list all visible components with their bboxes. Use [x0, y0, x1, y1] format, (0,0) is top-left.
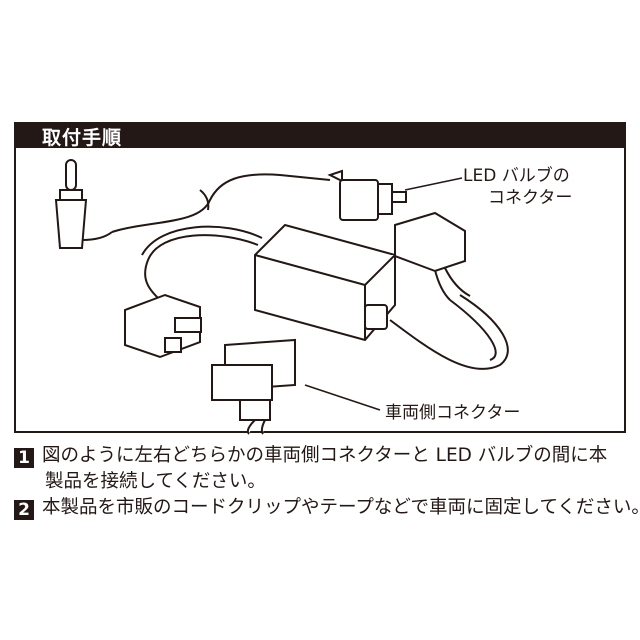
step-1: 1 図のように左右どちらかの車両側コネクターと LED バルブの間に本 — [14, 443, 607, 469]
led-connector-label-line1: LED バルブの — [463, 166, 570, 186]
step-number-badge: 1 — [14, 448, 34, 468]
diagram-frame — [14, 148, 626, 433]
step-number-badge: 2 — [14, 500, 34, 520]
step-text: 本製品を市販のコードクリップやテープなどで車両に固定してください。 — [42, 497, 640, 518]
led-bulb-icon — [54, 159, 113, 249]
led-connector-label-line2: コネクター — [488, 188, 573, 208]
led-bulb-connector-icon — [327, 169, 407, 221]
step-text: 図のように左右どちらかの車両側コネクターと LED バルブの間に本 — [42, 445, 608, 466]
product-connector-icon — [394, 211, 471, 301]
section-title: 取付手順 — [42, 127, 123, 149]
step-2: 2 本製品を市販のコードクリップやテープなどで車両に固定してください。 — [14, 495, 640, 521]
control-box-icon — [254, 223, 396, 342]
step-1-continuation: 製品を接続してください。 — [45, 471, 266, 492]
vehicle-connector-label: 車両側コネクター — [385, 403, 521, 423]
section-header: 取付手順 — [14, 122, 626, 149]
vehicle-connector-female-icon — [211, 338, 296, 435]
cable — [111, 173, 331, 233]
vehicle-connector-male-icon — [124, 293, 202, 359]
